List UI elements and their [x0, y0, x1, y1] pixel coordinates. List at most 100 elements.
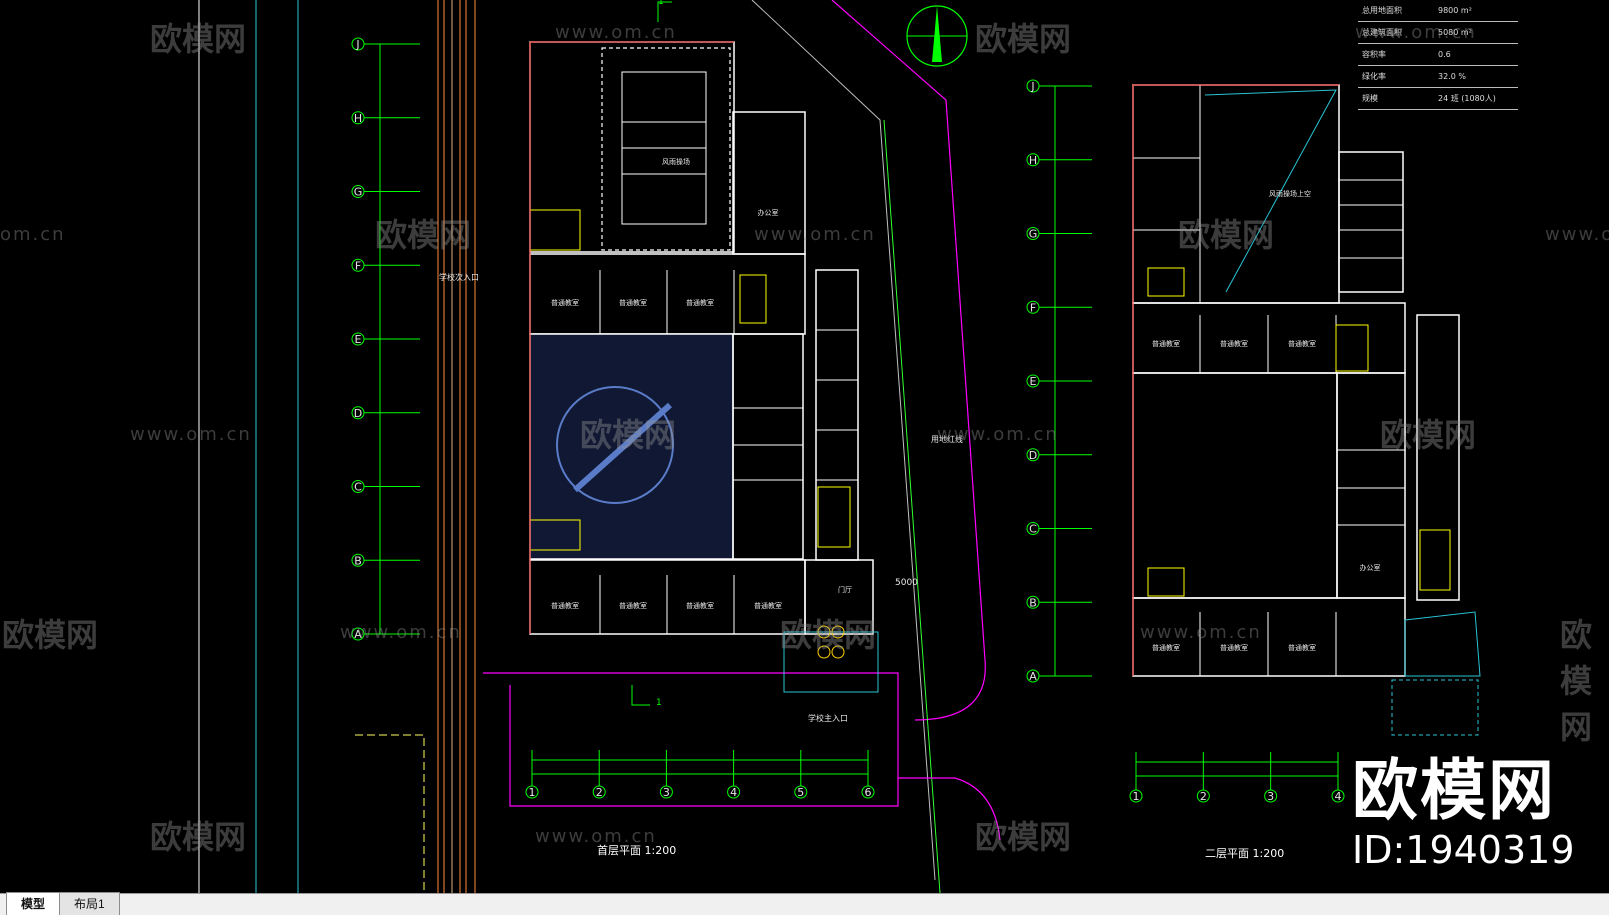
room-label-classroom: 普通教室	[754, 601, 782, 610]
plan1-col-bubble	[794, 785, 808, 799]
brand-logo: 欧模网 ID:1940319	[1352, 752, 1575, 873]
info-row: 总建筑面积 5080 m²	[1358, 22, 1518, 44]
plan2-col-label: 4	[1335, 790, 1342, 803]
plan1-col-bubble	[659, 785, 673, 799]
north-arrow-icon	[906, 5, 968, 67]
plan2-row-label: H	[1029, 154, 1037, 167]
info-row: 总用地面积 9800 m²	[1358, 0, 1518, 22]
plan1-row-label: G	[354, 186, 363, 199]
room-label-classroom: 普通教室	[1152, 339, 1180, 348]
layout-tab-bar: 模型布局1	[0, 892, 1609, 915]
room-label-office: 办公室	[1360, 563, 1381, 572]
main-entrance-label: 学校主入口	[808, 714, 848, 723]
room-label-classroom: 普通教室	[1288, 643, 1316, 652]
info-row: 容积率 0.6	[1358, 44, 1518, 66]
plan2-col-bubble	[1196, 789, 1210, 803]
room-label-gym: 风雨操场	[662, 157, 690, 166]
site-lines	[198, 0, 1001, 893]
room-label-lobby: 门厅	[838, 585, 852, 594]
plan2-col-label: 3	[1267, 790, 1274, 803]
plan1-title: 首层平面 1:200	[597, 842, 676, 858]
info-value: 5080 m²	[1438, 28, 1472, 37]
plan1-row-label: C	[354, 481, 362, 494]
room-label-classroom: 普通教室	[551, 601, 579, 610]
brand-logo-text: 欧模网	[1352, 752, 1556, 829]
plan2-column-axes: 1 2 3 4	[1129, 752, 1345, 803]
plan1-row-label: H	[354, 112, 362, 125]
room-label-classroom: 普通教室	[1152, 643, 1180, 652]
plan2-room-labels: 风雨操场上空普通教室普通教室普通教室普通教室普通教室普通教室办公室	[1152, 189, 1381, 652]
plan2-row-label: D	[1029, 449, 1037, 462]
plan1-column-axes: 1 2 3 4 5 6	[525, 750, 875, 799]
side-entrance-label: 学校次入口	[439, 273, 479, 282]
plan1-col-label: 5	[797, 786, 804, 799]
layout-tab-1[interactable]: 布局1	[59, 892, 120, 915]
plan2-row-label: C	[1029, 523, 1037, 536]
plan1-title-text: 首层平面 1:200	[597, 844, 677, 857]
plan1-room-labels: 风雨操场普通教室普通教室普通教室普通教室普通教室普通教室普通教室办公室门厅	[551, 157, 852, 610]
plan1-row-label: J	[355, 38, 359, 51]
section-mark-bottom	[631, 685, 650, 706]
info-value: 0.6	[1438, 50, 1451, 59]
plan1-col-label: 2	[596, 786, 603, 799]
info-key: 绿化率	[1362, 72, 1386, 81]
plan2-row-label: F	[1030, 301, 1036, 314]
room-label-classroom: 普通教室	[551, 298, 579, 307]
plan2-row-label: B	[1029, 596, 1037, 609]
plan1-col-label: 3	[663, 786, 670, 799]
plan2-title: 二层平面 1:200	[1205, 845, 1284, 861]
plan2-col-bubble	[1129, 789, 1143, 803]
info-key: 容积率	[1362, 50, 1386, 59]
section-label-bottom: 1	[656, 698, 662, 708]
plan2-row-label: E	[1030, 375, 1037, 388]
plan1-row-label: D	[354, 407, 362, 420]
plan2-title-text: 二层平面 1:200	[1205, 847, 1285, 860]
plan1-col-label: 6	[865, 786, 872, 799]
plan2-col-label: 2	[1200, 790, 1207, 803]
plan2-col-bubble	[1264, 789, 1278, 803]
info-row: 绿化率 32.0 %	[1358, 66, 1518, 88]
room-label-classroom: 普通教室	[619, 601, 647, 610]
plan1-row-label: F	[355, 259, 361, 272]
plan1-row-axes: J H G F E D C B A	[351, 37, 420, 641]
site-line-label: 用地红线	[931, 435, 963, 444]
plan2-row-label: A	[1029, 670, 1037, 683]
section-mark-top	[657, 1, 672, 22]
info-key: 总建筑面积	[1362, 28, 1402, 37]
cad-model-space[interactable]: J H G F E D C B A 1 2 3 4 5 6	[0, 0, 1609, 893]
room-label-office: 办公室	[758, 208, 779, 217]
layout-tab-0[interactable]: 模型	[6, 892, 61, 915]
info-key: 总用地面积	[1362, 6, 1402, 15]
plan1-row-label: A	[354, 628, 362, 641]
room-label-classroom: 普通教室	[1288, 339, 1316, 348]
room-label-classroom: 普通教室	[619, 298, 647, 307]
info-value: 32.0 %	[1438, 72, 1466, 81]
plan1-col-bubble	[861, 785, 875, 799]
info-row: 规模 24 班 (1080人)	[1358, 88, 1518, 110]
plan2-floor-plan[interactable]	[1132, 84, 1481, 736]
plan1-col-bubble	[592, 785, 606, 799]
section-label-top: 1	[658, 0, 664, 7]
plan2-col-bubble	[1331, 789, 1345, 803]
info-value: 9800 m²	[1438, 6, 1472, 15]
plan2-col-label: 1	[1133, 790, 1140, 803]
plan1-row-label: B	[354, 554, 362, 567]
room-label-classroom: 普通教室	[686, 601, 714, 610]
info-key: 规模	[1362, 94, 1378, 103]
plan1-col-bubble	[727, 785, 741, 799]
room-label-classroom: 普通教室	[686, 298, 714, 307]
dimension-5000: 5000	[895, 578, 918, 588]
plan1-col-label: 1	[529, 786, 536, 799]
plan1-floor-plan[interactable]	[529, 41, 879, 693]
cad-drawing[interactable]: J H G F E D C B A 1 2 3 4 5 6	[0, 0, 1609, 893]
room-label-classroom: 普通教室	[1220, 643, 1248, 652]
room-label-classroom: 普通教室	[1220, 339, 1248, 348]
room-label-gym-upper: 风雨操场上空	[1269, 189, 1311, 198]
plan2-row-label: G	[1029, 228, 1038, 241]
plan1-col-bubble	[525, 785, 539, 799]
info-value: 24 班 (1080人)	[1438, 94, 1496, 103]
brand-id-text: ID:1940319	[1352, 828, 1575, 872]
plan1-row-label: E	[355, 333, 362, 346]
plan1-col-label: 4	[730, 786, 737, 799]
